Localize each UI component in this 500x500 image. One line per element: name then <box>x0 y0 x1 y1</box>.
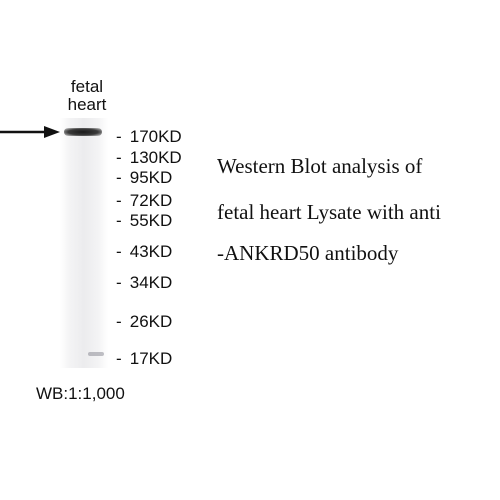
marker-26kd: - 26KD <box>116 313 172 330</box>
marker-label: 17KD <box>129 349 173 368</box>
marker-43kd: - 43KD <box>116 243 172 260</box>
marker-label: 170KD <box>129 127 182 146</box>
marker-95kd: - 95KD <box>116 169 172 186</box>
protein-band-faint <box>88 352 104 356</box>
lane-label-line2: heart <box>67 95 107 114</box>
marker-label: 55KD <box>129 211 173 230</box>
marker-tick: - <box>116 148 122 167</box>
marker-tick: - <box>116 312 122 331</box>
protein-band-170kd <box>64 128 102 136</box>
marker-170kd: - 170KD <box>116 128 182 145</box>
marker-72kd: - 72KD <box>116 192 172 209</box>
marker-label: 130KD <box>129 148 182 167</box>
marker-55kd: - 55KD <box>116 212 172 229</box>
marker-tick: - <box>116 349 122 368</box>
band-arrow-icon <box>0 126 60 138</box>
marker-label: 72KD <box>129 191 173 210</box>
marker-label: 95KD <box>129 168 173 187</box>
description-line3: -ANKRD50 antibody <box>217 241 399 265</box>
marker-tick: - <box>116 242 122 261</box>
lane-label-line1: fetal <box>70 77 104 96</box>
marker-tick: - <box>116 127 122 146</box>
description-line2: fetal heart Lysate with anti <box>217 200 441 224</box>
dilution-label: WB:1:1,000 <box>36 384 125 403</box>
marker-130kd: - 130KD <box>116 149 182 166</box>
marker-tick: - <box>116 168 122 187</box>
marker-tick: - <box>116 273 122 292</box>
marker-34kd: - 34KD <box>116 274 172 291</box>
marker-label: 26KD <box>129 312 173 331</box>
marker-label: 34KD <box>129 273 173 292</box>
marker-tick: - <box>116 191 122 210</box>
description-line1: Western Blot analysis of <box>217 154 423 178</box>
marker-17kd: - 17KD <box>116 350 172 367</box>
blot-lane <box>60 118 108 368</box>
marker-tick: - <box>116 211 122 230</box>
marker-label: 43KD <box>129 242 173 261</box>
